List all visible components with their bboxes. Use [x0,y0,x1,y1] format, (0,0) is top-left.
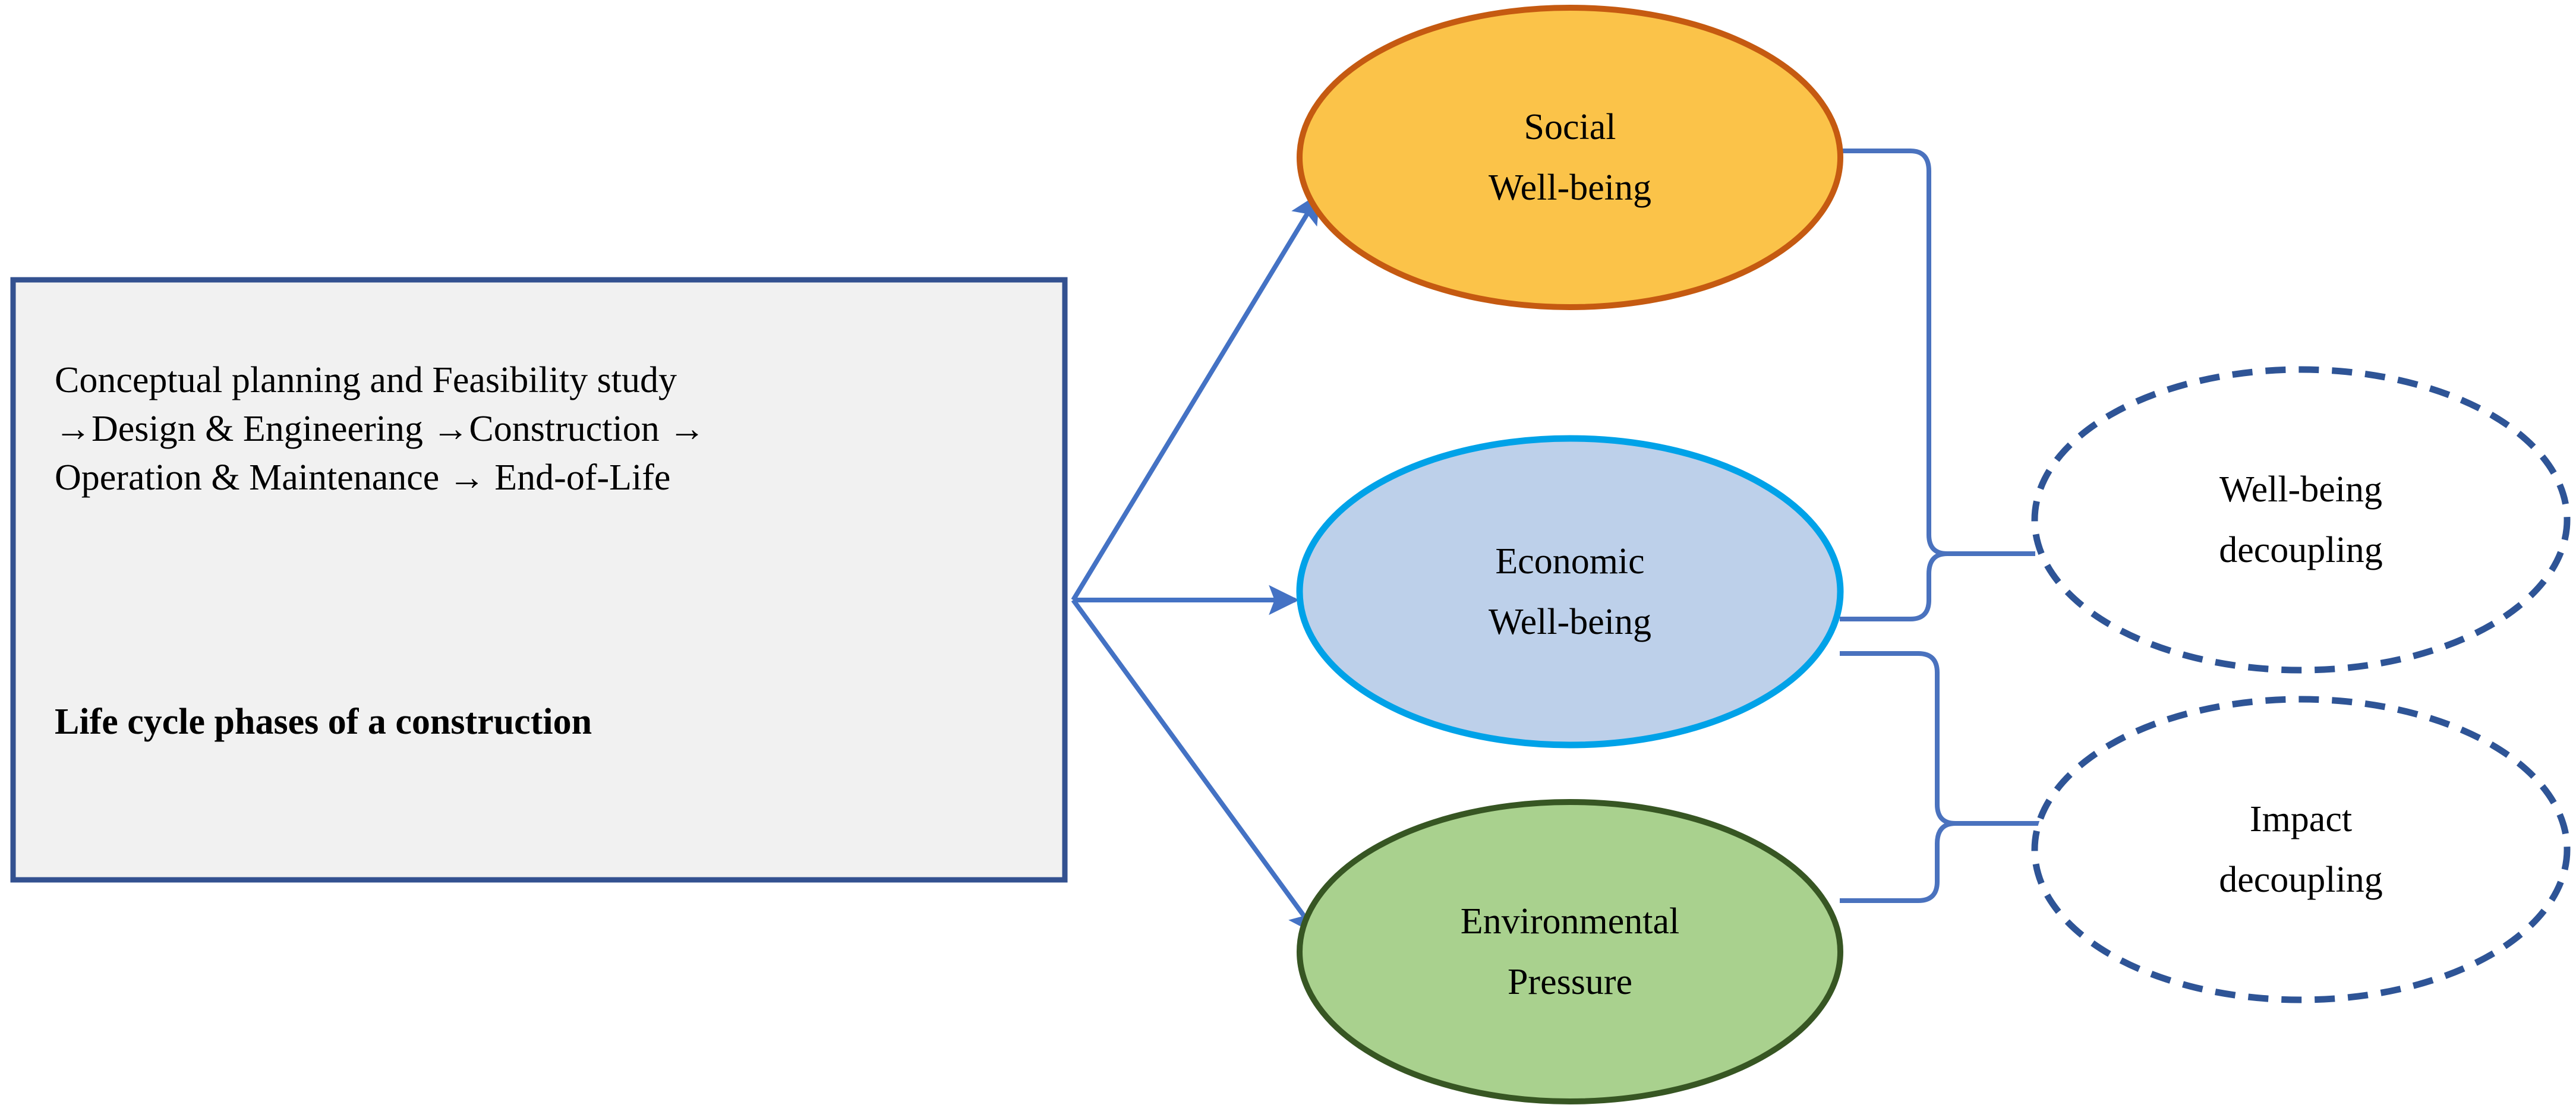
ellipse-social[interactable] [1297,5,1843,310]
arrow-to-environmental [1071,598,1319,936]
life-cycle-phases-body: Conceptual planning and Feasibility stud… [55,356,1017,502]
ellipse-economic[interactable] [1296,435,1844,749]
phase-line-3: Operation & Maintenance → End-of-Life [55,457,671,498]
ellipse-impact-decoupling[interactable] [2031,696,2571,1003]
ellipse-wellbeing-decoupling[interactable] [2031,366,2571,674]
bracket-impact-decoupling [1840,651,2039,903]
bracket-wellbeing-decoupling [1840,149,2035,621]
phase-line-2: →Design & Engineering →Construction → [55,408,706,449]
life-cycle-phases-title: Life cycle phases of a construction [55,702,592,742]
life-cycle-phases-box-shape [10,277,1068,883]
ellipse-environmental[interactable] [1297,799,1843,1104]
phase-line-1: Conceptual planning and Feasibility stud… [55,360,677,400]
arrow-to-social [1071,192,1320,602]
